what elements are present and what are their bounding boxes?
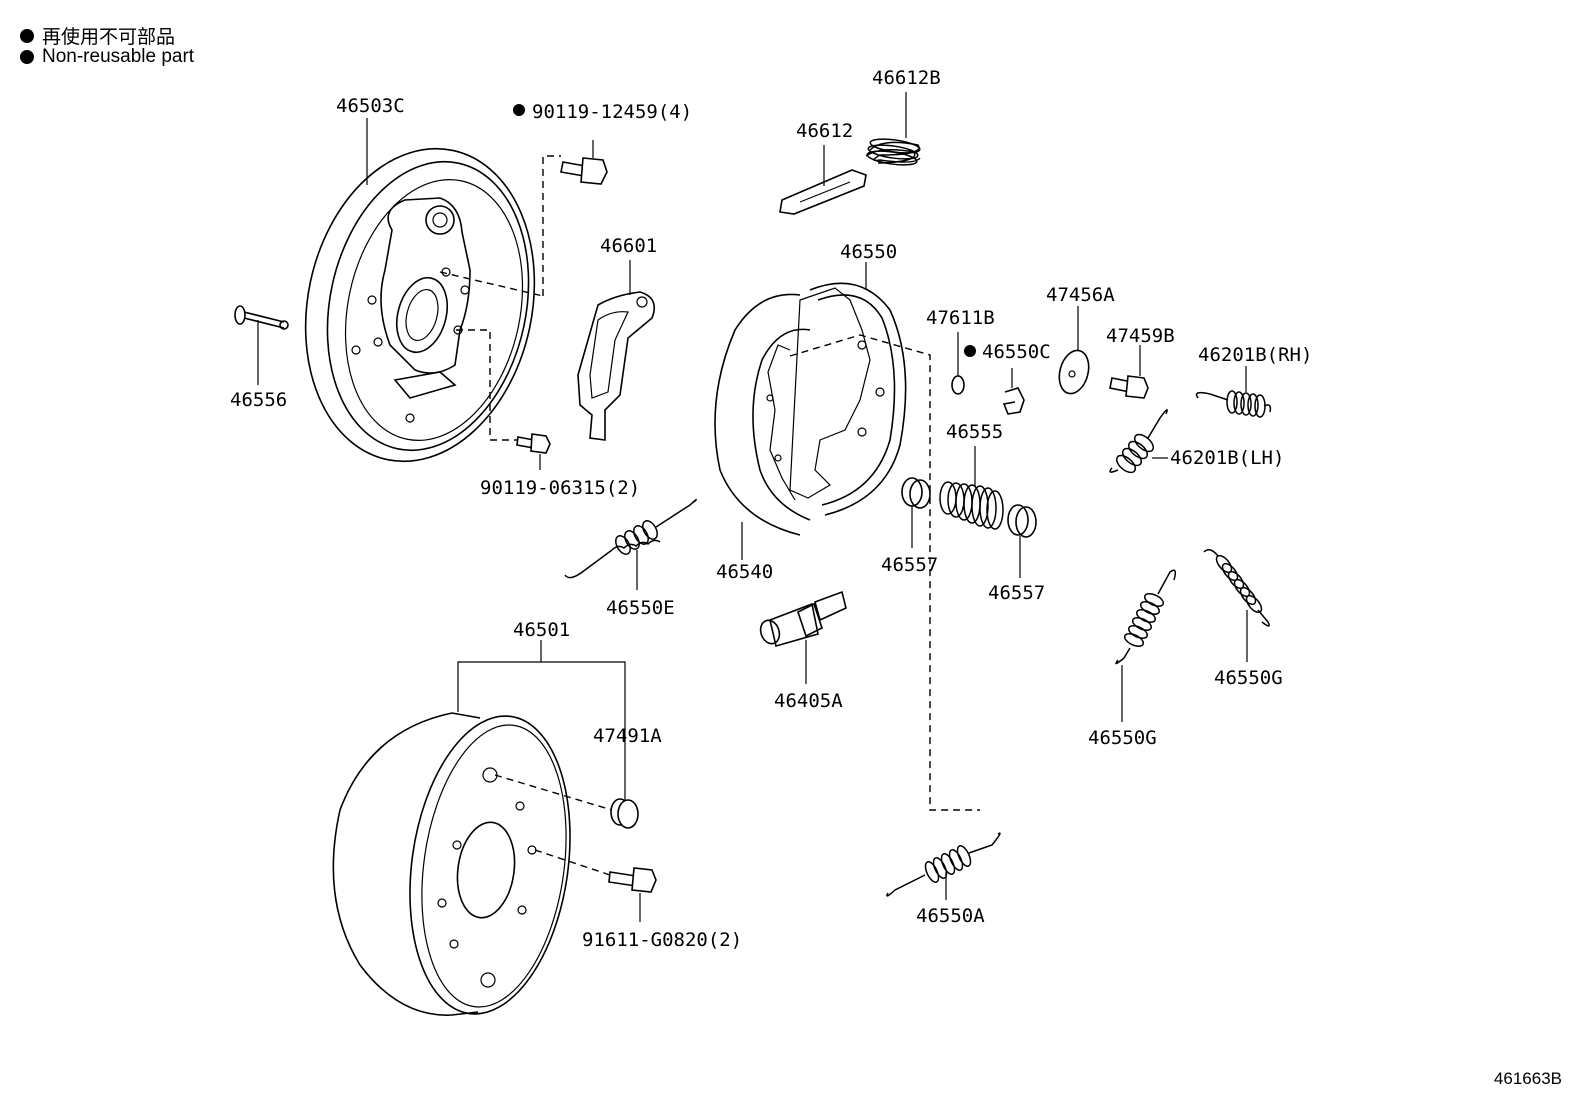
part-label-46550G-a: 46550G [1088,727,1157,749]
spring-46550G-b-drawing [1203,549,1270,662]
part-label-46550E: 46550E [606,597,675,619]
adjuster-46405A-drawing [759,590,847,684]
bolt-90119-06315-drawing [516,433,551,470]
spring-46612B-drawing [865,92,921,166]
part-label-47456A: 47456A [1046,284,1115,306]
strut-46601-drawing [577,260,656,441]
part-label-46550G-b: 46550G [1214,667,1283,689]
part-label-46601: 46601 [600,235,657,257]
spring-46201B-lh-drawing [1109,409,1168,474]
plug-47491A-drawing [610,798,639,829]
spring-46555-drawing [939,446,1004,530]
part-label-90119-06315: 90119-06315(2) [480,477,640,499]
bolt-90119-12459-drawing [560,140,608,185]
legend-text-jp: 再使用不可部品 [42,27,176,48]
part-label-46557-a: 46557 [881,554,938,576]
nonreusable-dot-icon [20,50,34,64]
part-label-46557-b: 46557 [988,582,1045,604]
part-label-46550: 46550 [840,241,897,263]
part-label-46201B-rh: 46201B(RH) [1198,344,1312,366]
pin-46556-drawing [234,305,289,385]
part-label-46556: 46556 [230,389,287,411]
brake-shoe-46540-drawing [714,293,811,560]
part-label-47491A: 47491A [593,725,662,747]
part-label-90119-12459: 90119-12459(4) [532,101,692,123]
brake-shoe-46550-drawing [789,262,907,516]
legend-nonreusable-jp: 再使用不可部品 [20,22,175,49]
bolt-47459B-drawing [1109,345,1149,399]
part-label-46612B: 46612B [872,67,941,89]
cup-46557-a-drawing [901,477,931,548]
legend-nonreusable-en: Non-reusable part [20,46,194,68]
part-label-46540: 46540 [716,561,773,583]
lever-46612-drawing [779,145,867,215]
part-label-46501: 46501 [513,619,570,641]
cup-46557-b-drawing [1007,504,1037,578]
washer-47611B-drawing [951,332,965,395]
part-label-46550C: 46550C [982,341,1051,363]
part-label-46555: 46555 [946,421,1003,443]
backing-plate-drawing [304,147,536,463]
part-label-47611B: 47611B [926,307,995,329]
part-label-46405A: 46405A [774,690,843,712]
spring-46550G-a-drawing [1115,569,1177,722]
spring-46550E-drawing [564,498,697,590]
spring-46550A-drawing [886,832,1001,900]
legend-text-en: Non-reusable part [42,46,195,67]
brake-drum-46501-drawing [332,712,571,1016]
nonreusable-dot-icon [964,345,976,357]
spring-46201B-rh-drawing [1195,366,1272,418]
part-label-46550A: 46550A [916,905,985,927]
part-label-46201B-lh: 46201B(LH) [1170,447,1284,469]
part-label-91611-G0820: 91611-G0820(2) [582,929,742,951]
bolt-91611-G0820-drawing [608,867,657,922]
part-label-47459B: 47459B [1106,325,1175,347]
nonreusable-dot-icon [513,104,525,116]
nonreusable-dot-icon [20,28,34,43]
diagram-code: 461663B [1493,1069,1562,1088]
part-label-46503C: 46503C [336,95,405,117]
washer-47456A-drawing [1058,306,1090,395]
part-label-46612: 46612 [796,120,853,142]
clip-46550C-drawing [1002,368,1025,415]
